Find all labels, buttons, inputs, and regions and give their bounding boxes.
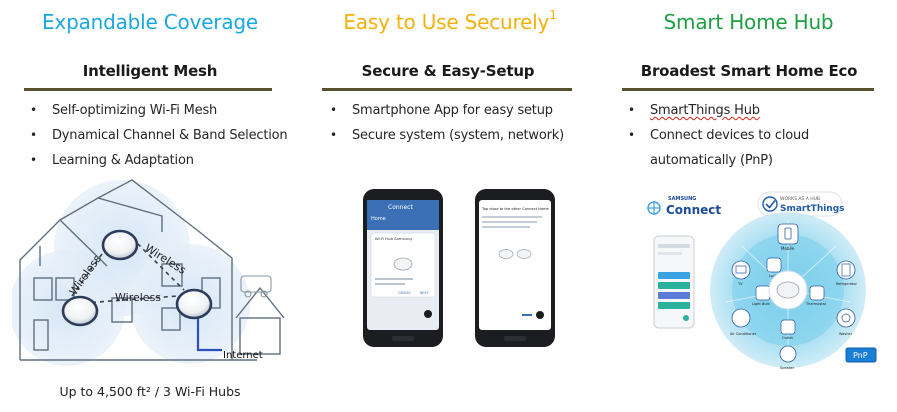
- smartthings-hub-device: [768, 270, 808, 310]
- device-speaker: Speaker: [779, 345, 797, 370]
- phone-cancel-action: CANCEL: [398, 291, 411, 295]
- setup-divider: [322, 88, 572, 91]
- internet-label: Internet: [223, 350, 263, 361]
- coverage-footnote: Up to 4,500 ft² / 3 Wi-Fi Hubs: [59, 384, 241, 399]
- smartthings-hub-text: SmartThings Hub: [650, 103, 760, 118]
- device-label: Refrigerator: [836, 282, 858, 286]
- device-label: Thermostat: [805, 302, 827, 306]
- device-washer: Washer: [836, 308, 856, 336]
- mesh-house-illustration: Wireless Wireless Wireless Internet: [12, 179, 285, 366]
- setup-column: Easy to Use Securely1 Secure & Easy-Setu…: [300, 0, 600, 412]
- hub-top: [101, 229, 139, 261]
- smartthings-phone: [653, 235, 695, 329]
- smart-hub-column: Smart Home Hub Broadest Smart Home Eco S…: [600, 0, 897, 412]
- phone-tap-screen: Tap close to the other Connect Home: [475, 189, 555, 347]
- device-label: Air Conditioner: [730, 332, 757, 336]
- smart-eco-subheading: Broadest Smart Home Eco: [640, 62, 858, 80]
- car-icon: [240, 275, 272, 298]
- coverage-bullet-list: Self-optimizing Wi-Fi Mesh Dynamical Cha…: [30, 98, 295, 173]
- phone-screen-title: Home: [371, 216, 386, 222]
- device-label: Washer: [839, 332, 853, 336]
- list-item-continuation: automatically (PnP): [650, 153, 773, 168]
- intelligent-mesh-subheading: Intelligent Mesh: [82, 62, 218, 80]
- list-item: Self-optimizing Wi-Fi Mesh: [30, 98, 295, 123]
- setup-bullet-list: Smartphone App for easy setup Secure sys…: [330, 98, 595, 148]
- list-item: Learning & Adaptation: [30, 148, 295, 173]
- device-air-conditioner: Air Conditioner: [730, 308, 757, 336]
- device-label: TV: [737, 282, 743, 286]
- smart-hub-bullet-list: SmartThings Hub Connect devices to cloud…: [628, 98, 888, 173]
- coverage-heading: Expandable Coverage: [42, 10, 258, 34]
- device-refrigerator: Refrigerator: [836, 260, 858, 286]
- device-lock: Lock: [766, 257, 782, 278]
- pnp-badge: PnP: [845, 347, 877, 363]
- smartthings-wordmark: SmartThings: [780, 204, 845, 214]
- coverage-column: Expandable Coverage Intelligent Mesh Sel…: [0, 0, 300, 412]
- smart-home-ecosystem-illustration: SAMSUNG Connect WORKS AS A HUB SmartThin…: [647, 191, 877, 370]
- hub-right: [175, 288, 213, 320]
- secure-setup-subheading: Secure & Easy-Setup: [361, 62, 535, 80]
- device-label: Speaker: [780, 366, 795, 370]
- connect-logo: SAMSUNG Connect: [647, 196, 721, 217]
- works-as-hub-text: WORKS AS A HUB: [780, 196, 820, 202]
- smart-hub-divider: [622, 88, 874, 91]
- pnp-badge-text: PnP: [853, 351, 868, 360]
- device-label: Lock: [769, 274, 778, 278]
- device-tv: TV: [731, 260, 751, 286]
- samsung-wordmark: SAMSUNG: [668, 196, 696, 202]
- phone-dialog-title: Wi-Fi Hub Samsung: [375, 236, 412, 241]
- device-label: Light Bulb: [752, 302, 770, 306]
- list-item: Connect devices to cloud: [628, 123, 888, 148]
- list-item: Smartphone App for easy setup: [330, 98, 595, 123]
- list-item: Dynamical Channel & Band Selection: [30, 123, 295, 148]
- device-mobile: Mobile: [777, 223, 799, 251]
- device-label: Mobile: [781, 246, 795, 251]
- smart-hub-heading: Smart Home Hub: [663, 10, 834, 34]
- phone-app-name: Connect: [388, 204, 413, 211]
- phone-setup-screen: Connect Home Wi-Fi Hub Samsung CANCEL NE…: [363, 189, 443, 347]
- device-outlet: Outlet: [780, 319, 796, 340]
- smartthings-logo: WORKS AS A HUB SmartThings: [757, 191, 845, 217]
- hub-left: [61, 295, 99, 327]
- phone-next-action: NEXT: [420, 291, 429, 295]
- list-item: SmartThings Hub: [628, 98, 888, 123]
- house-outline: [19, 179, 285, 361]
- footnote-marker: 1: [549, 8, 557, 22]
- mesh-links: [71, 237, 185, 304]
- phone-tap-header: Tap close to the other Connect Home: [481, 207, 550, 211]
- device-thermostat: Thermostat: [805, 285, 827, 306]
- coverage-divider: [24, 88, 272, 91]
- wireless-label-center: Wireless: [115, 291, 161, 304]
- setup-heading: Easy to Use Securely1: [343, 8, 557, 34]
- connect-wordmark: Connect: [666, 203, 721, 217]
- device-light-bulb: Light Bulb: [752, 285, 770, 306]
- list-item: Secure system (system, network): [330, 123, 595, 148]
- device-label: Outlet: [782, 336, 793, 340]
